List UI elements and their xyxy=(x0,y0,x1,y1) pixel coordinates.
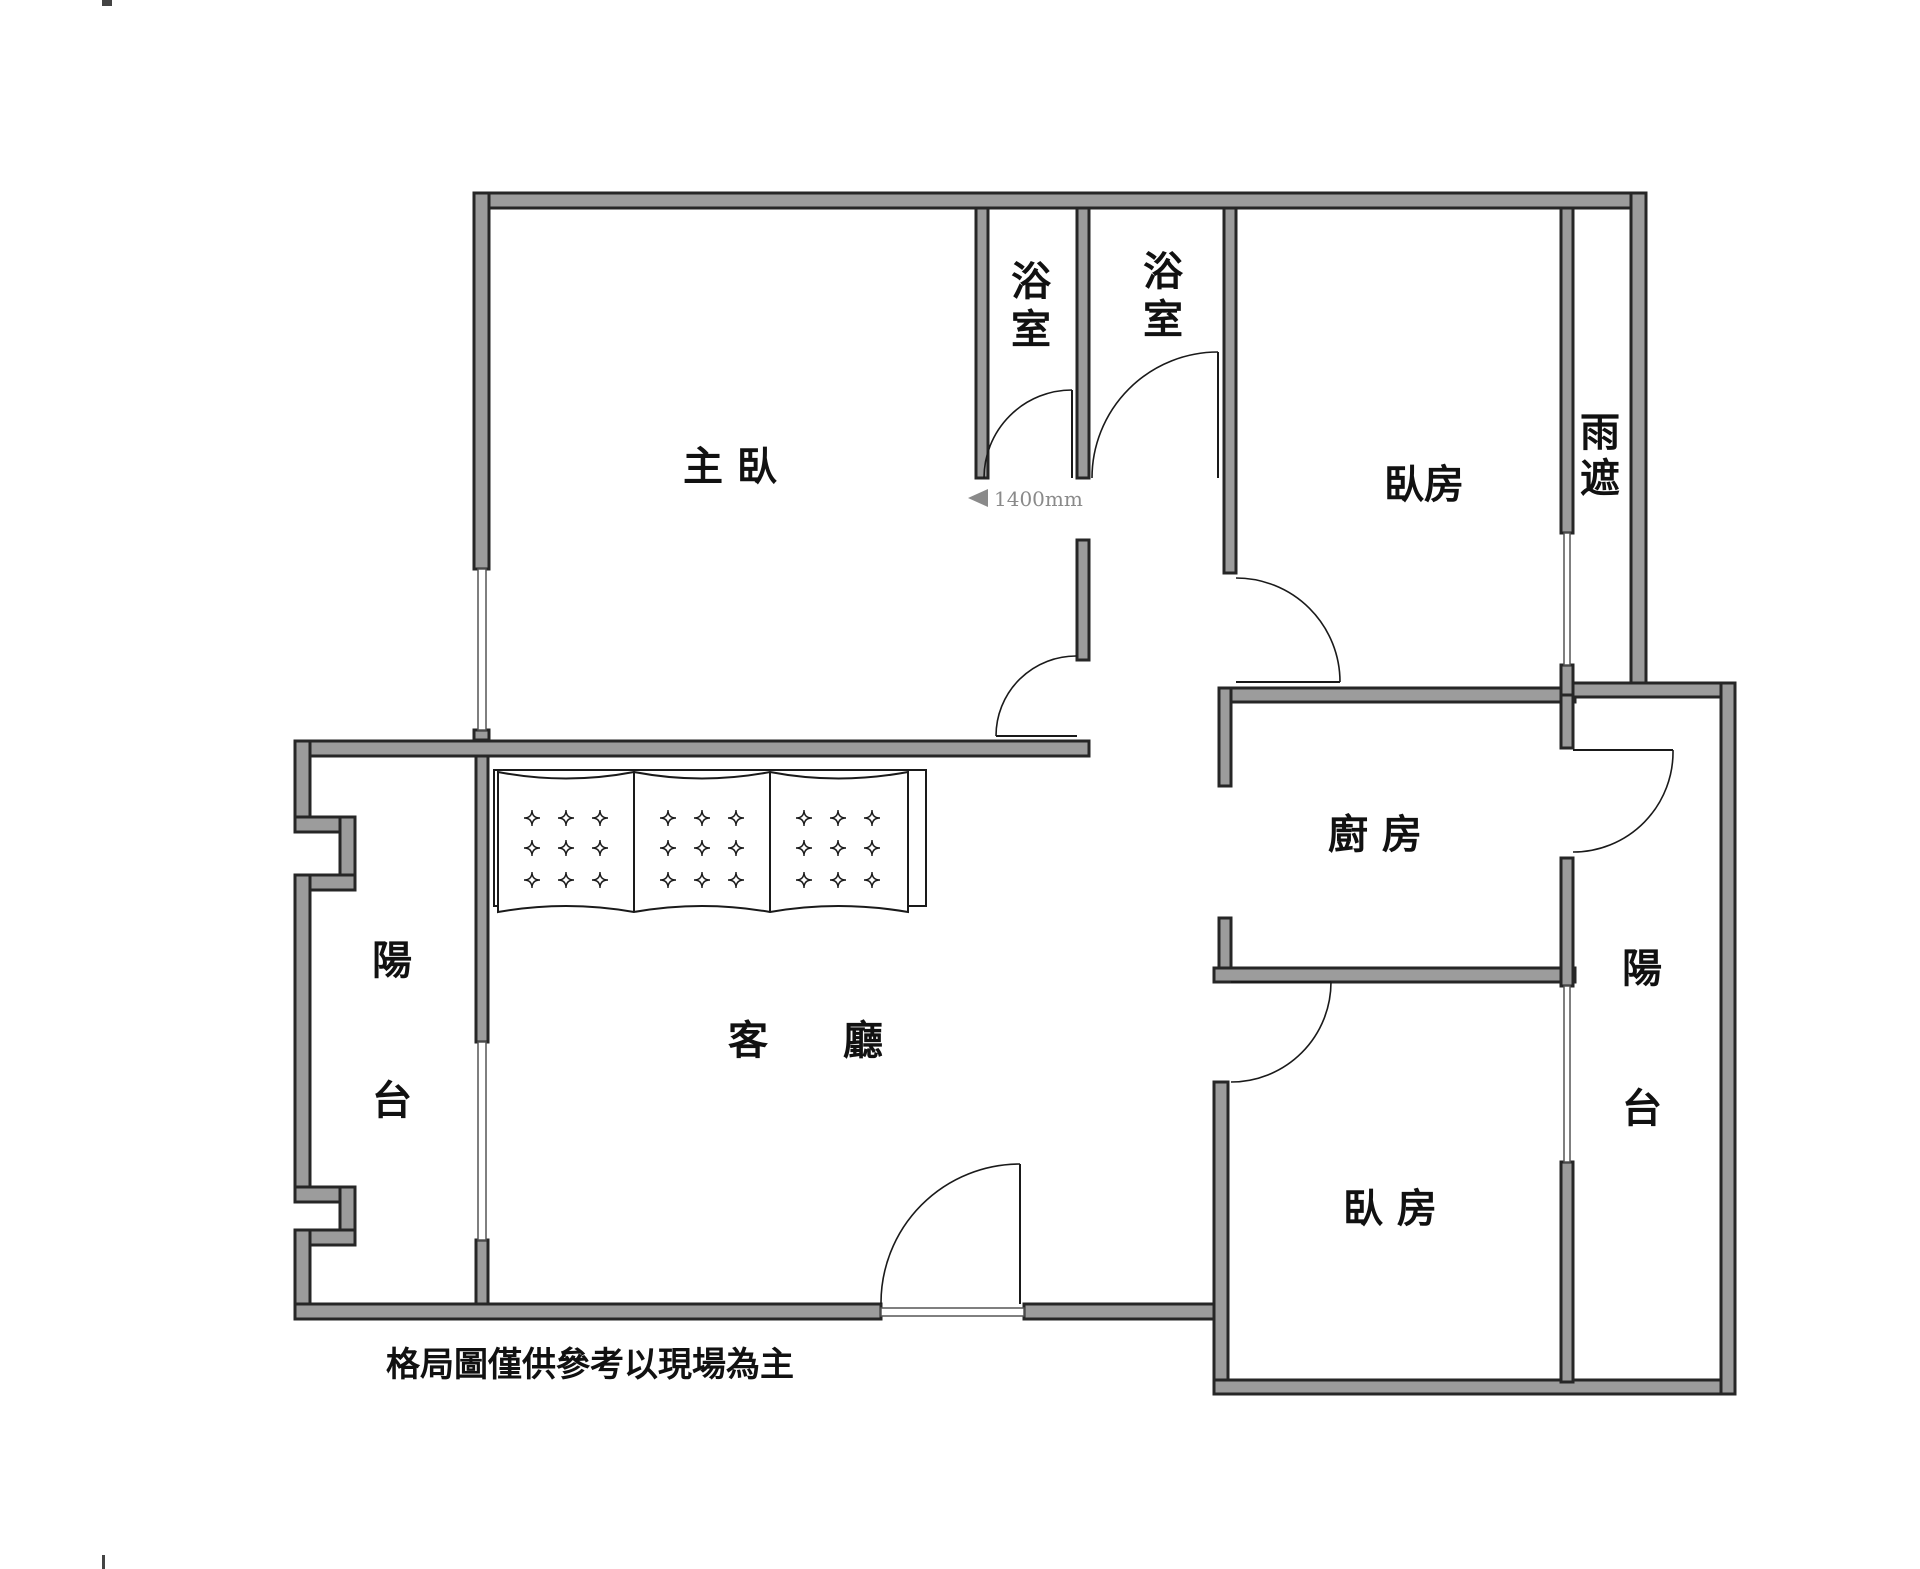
bathroom-2-label-line1: 浴 xyxy=(1143,249,1184,295)
walls xyxy=(293,191,1737,1396)
living-room-label-left: 客 xyxy=(728,1018,768,1064)
bathroom-2-label-line2: 室 xyxy=(1143,297,1183,343)
dimension-mark: 1400mm xyxy=(968,487,1083,511)
sofa-tuft xyxy=(795,809,813,827)
sofa-tuft xyxy=(693,809,711,827)
sofa-tuft xyxy=(863,839,881,857)
balcony-left-label-line1: 陽 xyxy=(372,938,412,984)
sofa-tuft xyxy=(659,839,677,857)
balcony-left-label-line2: 台 xyxy=(372,1078,412,1124)
sofa-tuft xyxy=(863,871,881,889)
sofa-tuft xyxy=(829,809,847,827)
balcony-right-label-line2: 台 xyxy=(1622,1086,1662,1132)
sofa-tuft xyxy=(591,839,609,857)
sofa xyxy=(493,769,927,914)
bathroom-1-label-line1: 浴 xyxy=(1011,259,1052,305)
sofa-tuft xyxy=(863,809,881,827)
sofa-tuft xyxy=(829,871,847,889)
sofa-tuft xyxy=(727,871,745,889)
doors xyxy=(880,351,1674,1305)
sofa-tuft xyxy=(795,839,813,857)
living-room-label-right: 廳 xyxy=(843,1018,883,1064)
rain-shelter-label-line2: 遮 xyxy=(1580,456,1620,502)
kitchen-label: 廚 房 xyxy=(1328,812,1422,858)
sofa-tuft xyxy=(523,871,541,889)
bedroom-top-label: 臥房 xyxy=(1384,462,1464,508)
sofa-tuft xyxy=(659,871,677,889)
corner-mark-top xyxy=(102,0,112,6)
sofa-tuft xyxy=(693,871,711,889)
windows xyxy=(477,532,1571,1317)
sofa-tuft xyxy=(727,839,745,857)
room-labels: 主 臥 浴 室 浴 室 臥房 雨 遮 廚 房 客 廳 陽 台 陽 台 臥 房 xyxy=(372,249,1662,1232)
corner-mark-bottom xyxy=(102,1555,105,1569)
sofa-tuft xyxy=(693,839,711,857)
sofa-tuft xyxy=(557,809,575,827)
sofa-tuft xyxy=(795,871,813,889)
sofa-tuft xyxy=(523,809,541,827)
sofa-tuft xyxy=(829,839,847,857)
sofa-tuft xyxy=(727,809,745,827)
bedroom-bottom-label: 臥 房 xyxy=(1343,1186,1437,1232)
sofa-tuft xyxy=(591,871,609,889)
sofa-tuft xyxy=(557,839,575,857)
sofa-tuft xyxy=(591,809,609,827)
bathroom-1-label-line2: 室 xyxy=(1011,307,1051,353)
balcony-right-label-line1: 陽 xyxy=(1622,946,1662,992)
dimension-label: 1400mm xyxy=(994,487,1083,511)
disclaimer-note: 格局圖僅供參考以現場為主 xyxy=(386,1345,794,1385)
rain-shelter-label-line1: 雨 xyxy=(1580,410,1620,456)
sofa-tuft xyxy=(557,871,575,889)
sofa-tuft xyxy=(659,809,677,827)
master-bedroom-label: 主 臥 xyxy=(683,444,777,490)
sofa-tuft xyxy=(523,839,541,857)
